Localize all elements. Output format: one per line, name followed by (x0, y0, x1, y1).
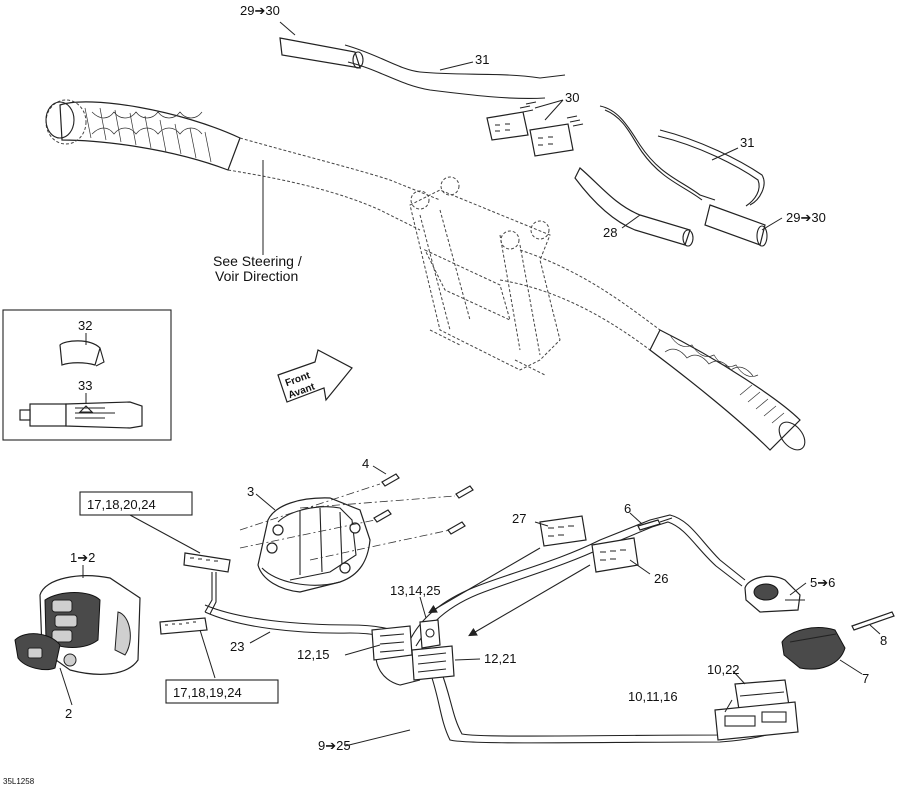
connector-lower (159, 617, 208, 635)
label-32: 32 (78, 318, 92, 333)
connector-30-left (486, 111, 529, 141)
terminal-6 (637, 517, 673, 531)
callout-box-top (79, 491, 193, 516)
part-7-cover (781, 627, 846, 670)
label-6: 6 (624, 501, 631, 516)
part-32-clip (59, 340, 105, 367)
label-26: 26 (654, 571, 668, 586)
connector-27 (539, 515, 587, 547)
connector-12-21 (411, 645, 455, 681)
label-5-6: 5➔6 (810, 575, 835, 590)
label-8: 8 (880, 633, 887, 648)
label-28: 28 (603, 225, 617, 240)
module-10-11-16 (714, 701, 799, 741)
label-3: 3 (247, 484, 254, 499)
diagram-id: 35L1258 (3, 777, 35, 786)
label-2: 2 (65, 706, 72, 721)
callout-box-top-text: 17,18,20,24 (87, 497, 156, 512)
label-33: 33 (78, 378, 92, 393)
part-33-tube (19, 401, 143, 429)
voir-direction-label: Voir Direction (215, 268, 298, 284)
label-31-top: 31 (475, 52, 489, 67)
callout-box-bottom-text: 17,18,19,24 (173, 685, 242, 700)
front-direction-arrow: Front Avant (277, 349, 353, 403)
connector-12-15 (371, 625, 413, 661)
left-grip (45, 99, 241, 171)
throttle-cables (279, 37, 768, 247)
handlebar-riser (409, 176, 561, 376)
label-29-30-top: 29➔30 (240, 3, 280, 18)
screws-4 (239, 473, 474, 561)
connector-30-right (529, 123, 574, 157)
right-grip (649, 329, 806, 451)
label-30: 30 (565, 90, 579, 105)
label-23: 23 (230, 639, 244, 654)
part-8-pin (851, 611, 895, 631)
connector-13-14-25 (419, 619, 441, 649)
inset-box (2, 309, 172, 441)
label-29-30-right: 29➔30 (786, 210, 826, 225)
label-10-11-16: 10,11,16 (628, 689, 678, 704)
label-12-15: 12,15 (297, 647, 330, 662)
label-7: 7 (862, 671, 869, 686)
label-1-2: 1➔2 (70, 550, 95, 565)
label-9-25: 9➔25 (318, 738, 351, 753)
label-4: 4 (362, 456, 369, 471)
see-steering-label: See Steering / (213, 253, 302, 269)
label-13-14-25: 13,14,25 (390, 583, 441, 598)
label-27: 27 (512, 511, 526, 526)
handlebar (45, 99, 806, 451)
callout-box-bottom (165, 679, 279, 704)
switch-5 (744, 575, 805, 613)
connector-upper (183, 552, 231, 573)
switch-housing-3 (257, 497, 371, 593)
connector-26 (591, 537, 639, 573)
label-31-right: 31 (740, 135, 754, 150)
left-switch-1 (14, 575, 141, 675)
leader-lines (59, 21, 881, 747)
label-12-21: 12,21 (484, 651, 517, 666)
label-10-22: 10,22 (707, 662, 740, 677)
